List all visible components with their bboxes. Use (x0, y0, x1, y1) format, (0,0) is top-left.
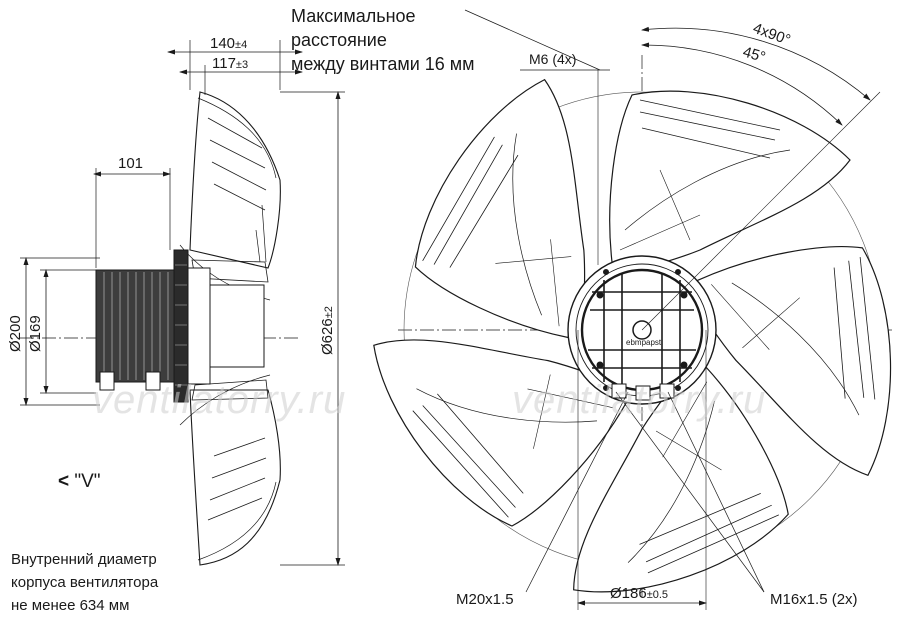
dim-101: 101 (118, 155, 143, 172)
label-4x90: 4x90° (751, 20, 793, 49)
screw-distance-line-2: расстояние (291, 30, 387, 50)
screw-distance-line-1: Максимальное (291, 6, 416, 26)
dim-169: Ø169 (27, 315, 44, 352)
housing-diameter-note: Внутренний диаметр корпуса вентилятора н… (11, 548, 158, 617)
view-arrow: < (58, 471, 70, 492)
view-name: "V" (74, 471, 101, 492)
label-m6: M6 (4x) (529, 51, 576, 67)
label-m20: M20x1.5 (456, 591, 514, 608)
label-186: Ø186±0.5 (610, 585, 668, 602)
hub-logo: ebmpapst (626, 338, 662, 347)
label-m16: M16x1.5 (2x) (770, 591, 858, 608)
front-view (373, 9, 892, 610)
dim-200: Ø200 (7, 315, 24, 352)
watermark-left: ventilatorry.ru (92, 378, 347, 422)
dim-117: 117±3 (212, 55, 248, 72)
dim-140: 140±4 (210, 35, 247, 52)
side-view (20, 40, 345, 566)
housing-note-line-1: Внутренний диаметр (11, 551, 157, 568)
watermark-right: ventilatorry.ru (512, 378, 767, 422)
housing-note-line-3: не менее 634 мм (11, 597, 130, 614)
dim-626: Ø626±2 (319, 306, 336, 355)
housing-note-line-2: корпуса вентилятора (11, 574, 159, 591)
screw-distance-note: Максимальное расстояние между винтами 16… (291, 4, 475, 76)
screw-distance-line-3: между винтами 16 мм (291, 54, 475, 74)
view-v-label: < "V" (58, 472, 101, 491)
label-45: 45° (741, 44, 767, 67)
side-dimension-labels: 140±4 117±3 101 Ø200 Ø169 Ø626±2 (7, 35, 336, 355)
